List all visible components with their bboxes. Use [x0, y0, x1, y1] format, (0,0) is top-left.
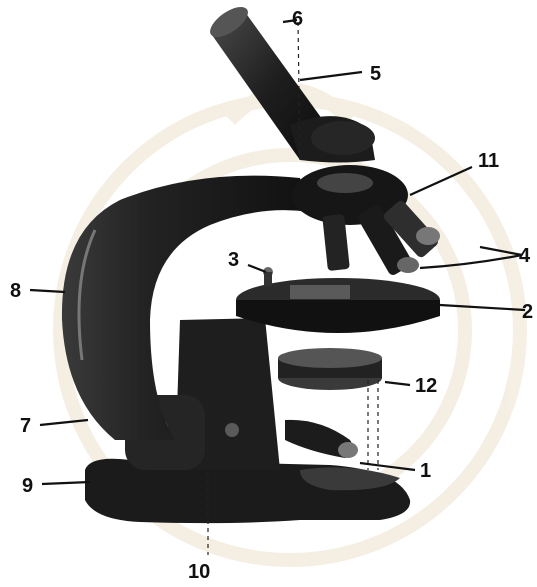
label-7: 7	[20, 415, 31, 437]
label-1: 1	[420, 460, 431, 482]
microscope-illustration	[62, 1, 440, 523]
label-6: 6	[292, 8, 303, 30]
label-2: 2	[522, 301, 533, 323]
label-10: 10	[188, 561, 210, 583]
label-9: 9	[22, 475, 33, 497]
label-4: 4	[519, 245, 531, 267]
label-5: 5	[370, 63, 381, 85]
label-3: 3	[228, 249, 239, 271]
label-8: 8	[10, 280, 21, 302]
label-11: 11	[478, 150, 499, 172]
label-12: 12	[415, 375, 437, 397]
